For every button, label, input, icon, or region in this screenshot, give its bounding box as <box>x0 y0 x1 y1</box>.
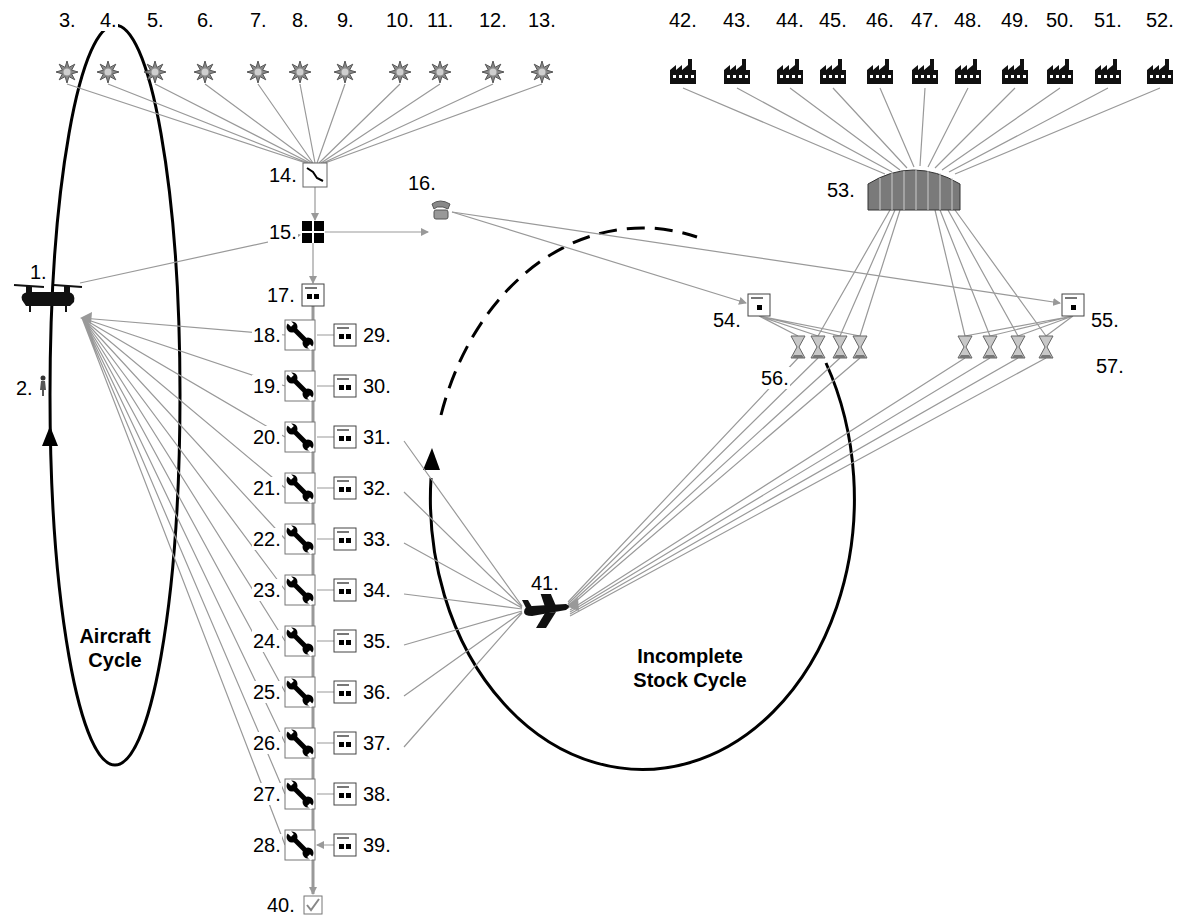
wrench-icons <box>285 320 315 861</box>
cycle-label: Incomplete Stock Cycle <box>615 644 765 692</box>
callout-number: 54. <box>712 309 742 331</box>
cycle-arrowhead <box>42 426 58 446</box>
callout-number: 33. <box>362 528 392 550</box>
callout-number: 20. <box>252 426 282 448</box>
helicopter-icon <box>14 285 82 312</box>
callout-number: 5. <box>146 9 165 31</box>
callout-number: 26. <box>252 732 282 754</box>
callout-number: 18. <box>252 324 282 346</box>
cycle-arrowhead <box>423 448 440 470</box>
stock-cycle-dashed-arc <box>441 228 697 415</box>
callout-number: 44. <box>775 9 805 31</box>
check-icon <box>304 896 322 914</box>
callout-number: 52. <box>1145 9 1175 31</box>
callout-number: 3. <box>58 9 77 31</box>
hangar-icon <box>868 170 960 210</box>
callout-number: 6. <box>196 9 215 31</box>
airplane-icon <box>522 592 569 628</box>
callout-number: 14. <box>268 164 298 186</box>
callout-number: 4. <box>99 9 118 31</box>
arrowhead <box>566 598 579 611</box>
callout-number: 29. <box>362 324 392 346</box>
callout-number: 47. <box>910 9 940 31</box>
callout-number: 9. <box>336 9 355 31</box>
callout-number: 37. <box>362 732 392 754</box>
callout-number: 48. <box>953 9 983 31</box>
document-icons <box>302 284 1084 856</box>
callout-number: 25. <box>252 681 282 703</box>
arrowhead <box>80 312 92 324</box>
callout-number: 24. <box>252 630 282 652</box>
task-icon <box>303 163 327 187</box>
callout-number: 56. <box>760 367 790 389</box>
callout-number: 2. <box>15 377 34 399</box>
callout-number: 1. <box>29 261 48 283</box>
callout-number: 41. <box>530 572 560 594</box>
callout-number: 51. <box>1093 9 1123 31</box>
callout-number: 50. <box>1045 9 1075 31</box>
callout-number: 11. <box>426 9 454 31</box>
callout-number: 23. <box>252 579 282 601</box>
callout-number: 15. <box>268 221 298 243</box>
callout-number: 55. <box>1090 309 1120 331</box>
callout-number: 49. <box>1000 9 1030 31</box>
callout-number: 12. <box>478 9 508 31</box>
callout-number: 7. <box>249 9 268 31</box>
callout-number: 19. <box>252 375 282 397</box>
callout-number: 57. <box>1095 355 1125 377</box>
hourglass-icons <box>791 336 1053 358</box>
callout-number: 42. <box>668 9 698 31</box>
callout-number: 32. <box>362 477 392 499</box>
person-icon <box>40 376 46 397</box>
phone-icon <box>432 201 450 219</box>
callout-number: 40. <box>266 894 296 916</box>
flow-lines <box>67 84 1160 894</box>
callout-number: 35. <box>362 630 392 652</box>
callout-number: 36. <box>362 681 392 703</box>
callout-number: 34. <box>362 579 392 601</box>
callout-number: 30. <box>362 375 392 397</box>
callout-number: 53. <box>826 179 856 201</box>
callout-number: 38. <box>362 783 392 805</box>
callout-number: 31. <box>362 426 392 448</box>
callout-number: 17. <box>266 284 296 306</box>
callout-number: 10. <box>385 9 415 31</box>
callout-number: 43. <box>722 9 752 31</box>
callout-number: 46. <box>865 9 895 31</box>
callout-number: 22. <box>252 528 282 550</box>
callout-number: 13. <box>527 9 557 31</box>
gateway-icon <box>302 221 324 243</box>
callout-number: 45. <box>818 9 848 31</box>
callout-number: 8. <box>291 9 310 31</box>
callout-number: 28. <box>252 834 282 856</box>
callout-number: 39. <box>362 834 392 856</box>
callout-number: 27. <box>252 783 282 805</box>
callout-number: 21. <box>252 477 282 499</box>
event-icons <box>56 61 553 83</box>
cycle-label: Aircraft Cycle <box>65 624 165 672</box>
factory-icons <box>670 59 1173 84</box>
callout-number: 16. <box>407 172 437 194</box>
